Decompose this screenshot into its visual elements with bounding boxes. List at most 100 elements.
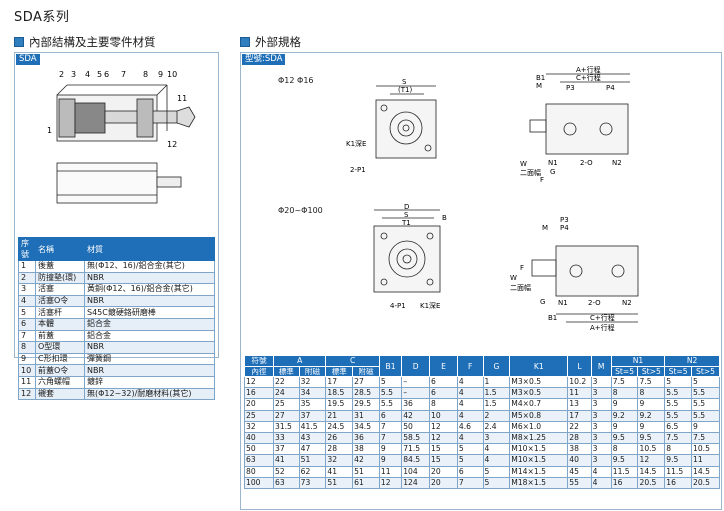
table-cell: 12 (244, 375, 274, 389)
table-cell: 5 (456, 454, 484, 467)
table-cell: 28 (325, 443, 354, 456)
table-cell: 14.5 (637, 465, 666, 478)
table-cell: 9 (637, 398, 666, 411)
table-cell: 124 (401, 476, 431, 489)
table-cell: 5 (691, 375, 720, 389)
table-cell: 活塞 (35, 283, 85, 296)
table-cell: S45C鍍硬鉻研磨棒 (84, 306, 215, 319)
dim-T1: (T1) (398, 86, 412, 94)
table-cell: 11 (691, 454, 720, 467)
table-cell: 4 (456, 409, 484, 422)
table-cell: 11.5 (610, 465, 639, 478)
table-cell: 40 (567, 454, 592, 467)
table-cell: 後蓋 (35, 260, 85, 273)
table-cell: M10×1.5 (509, 454, 569, 467)
table-cell: 7 (378, 420, 403, 433)
table-cell: 52 (272, 465, 300, 478)
table-cell: 20.5 (691, 476, 720, 489)
dim-A: A+行程 (590, 323, 615, 332)
callout-8: 8 (143, 70, 148, 79)
table-cell: 9 (18, 352, 36, 366)
table-cell: 7 (378, 431, 403, 445)
dim-C: C+行程 (576, 73, 601, 82)
table-cell: 防撞墊(環) (35, 271, 85, 285)
subheader-bore: 內徑 (244, 365, 274, 377)
header-K1: K1 (509, 355, 569, 377)
table-cell: 26 (325, 431, 354, 445)
table-cell: 24 (272, 387, 300, 400)
table-cell: 5.5 (664, 398, 692, 411)
table-cell: 10 (18, 364, 36, 377)
table-cell: 29.5 (352, 398, 380, 411)
subheader-N2-st5: St=5 (664, 365, 692, 377)
table-cell: 5.5 (664, 409, 692, 422)
table-cell: 32 (244, 420, 274, 433)
callout-9: 9 (158, 70, 163, 79)
dim-O: 2-O (580, 159, 593, 167)
dim-B: B (442, 214, 447, 222)
table-cell: M3×0.5 (509, 375, 569, 389)
table-cell: 5 (378, 375, 403, 389)
table-cell: 10 (429, 409, 458, 422)
table-cell: 51 (298, 454, 327, 467)
table-cell: 43 (298, 431, 327, 445)
callout-6: 6 (104, 70, 109, 79)
dim-F: F (540, 176, 544, 184)
table-cell: 8 (664, 443, 692, 456)
table-cell: 15 (429, 443, 458, 456)
table-cell: 9 (691, 420, 720, 433)
table-cell: 9.2 (637, 409, 666, 422)
dim-A: A+行程 (576, 65, 601, 74)
dim-K1: K1深E (346, 139, 366, 148)
callout-2: 2 (59, 70, 64, 79)
table-cell: 9 (378, 454, 403, 467)
table-cell: 5.5 (691, 398, 720, 411)
table-cell: 六角螺帽 (35, 375, 85, 389)
table-cell: NBR (84, 271, 215, 285)
subheader-C-standard: 標準 (325, 365, 354, 377)
header-F: F (456, 355, 484, 377)
table-cell: 9 (610, 420, 639, 433)
table-cell: M8×1.25 (509, 431, 569, 445)
table-cell: 彈簧鋼 (84, 352, 215, 366)
table-cell: 17 (325, 375, 354, 389)
table-cell: 4 (18, 294, 36, 308)
dim-twoside: 二面幅 (510, 283, 531, 292)
callout-4: 4 (85, 70, 90, 79)
table-cell: 20.5 (637, 476, 666, 489)
large-front-view-drawing: D S T1 B 4-P1 K1深E (373, 204, 447, 310)
table-cell: 8 (18, 341, 36, 354)
table-cell: 11 (18, 375, 36, 389)
table-cell: 17 (567, 409, 592, 422)
dim-M: M (542, 224, 548, 232)
table-cell: 10.2 (567, 375, 592, 389)
table-cell: 16 (244, 387, 274, 400)
dim-O: 2-O (588, 299, 601, 307)
dim-F: F (520, 264, 524, 272)
table-cell: O型環 (35, 341, 85, 354)
table-cell: 5 (18, 306, 36, 319)
table-cell: 25 (272, 398, 300, 411)
table-cell: 32 (298, 375, 327, 389)
model-tag: 型號:SDA (242, 54, 286, 65)
table-cell: 5 (456, 443, 484, 456)
dim-S: S (404, 211, 409, 219)
table-cell: 38 (352, 443, 380, 456)
table-cell: 11 (567, 387, 592, 400)
table-cell: 41 (325, 465, 354, 478)
table-cell: 9.5 (610, 431, 639, 445)
cylinder-section-drawing: 2 3 4 5 6 7 8 9 10 1 11 12 (47, 70, 196, 204)
spec-heading-text: 外部規格 (255, 35, 301, 49)
callout-3: 3 (71, 70, 76, 79)
table-cell: 18.5 (325, 387, 354, 400)
table-cell: 84.5 (401, 454, 431, 467)
dim-P4: P4 (560, 224, 569, 232)
table-cell: 7 (456, 476, 484, 489)
table-cell: 33 (272, 431, 300, 445)
